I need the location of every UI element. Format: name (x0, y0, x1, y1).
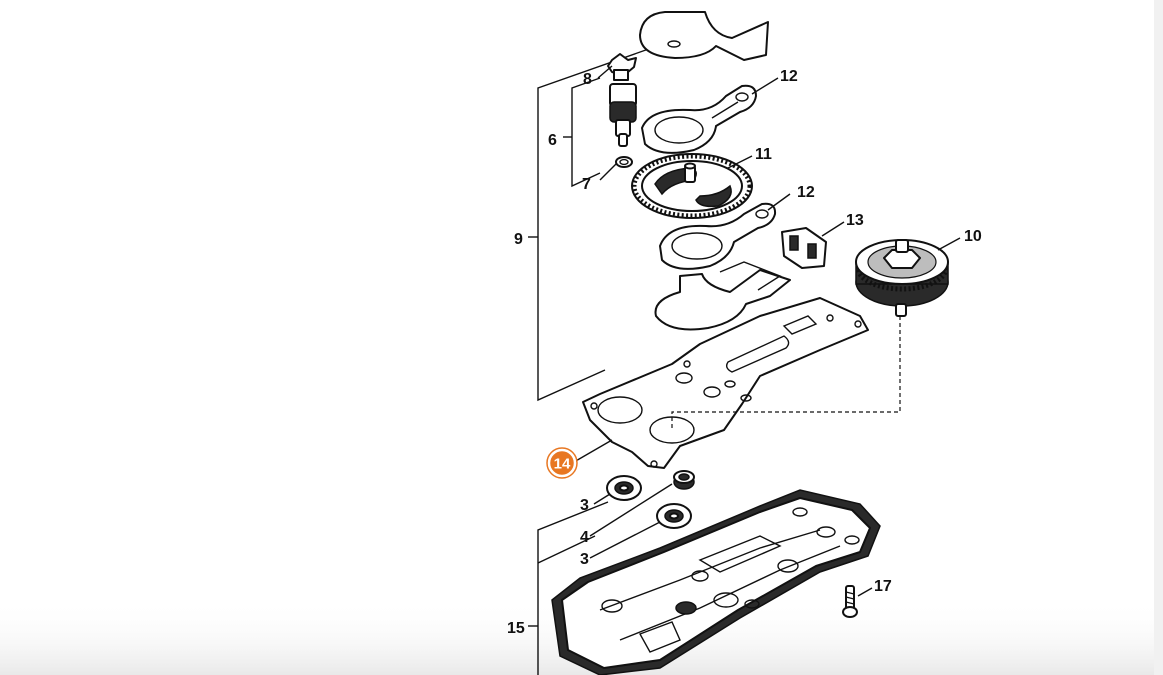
part-15-housing (551, 489, 881, 675)
alignment-line (671, 316, 901, 430)
middle-plate (654, 261, 791, 331)
part-14-gasket (582, 297, 869, 469)
part-11-main-gear (631, 153, 753, 219)
highlight-ring (546, 447, 578, 479)
bracket-9 (528, 44, 661, 402)
callout-9[interactable]: 9 (514, 231, 523, 248)
right-edge-shade (1154, 0, 1163, 675)
callout-13[interactable]: 13 (846, 212, 864, 229)
part-10-drum-gear (855, 239, 949, 317)
callout-12-lower[interactable]: 12 (797, 184, 815, 201)
callout-14[interactable]: 14 (554, 456, 571, 473)
part-3-bearing-lower (656, 503, 692, 529)
callout-6[interactable]: 6 (548, 132, 557, 149)
callout-15[interactable]: 15 (507, 620, 525, 637)
part-17-screw (842, 585, 858, 618)
bracket-15 (528, 501, 609, 675)
leader-lines (573, 65, 961, 597)
part-12-lever-upper (641, 84, 757, 154)
callout-4[interactable]: 4 (580, 529, 589, 546)
part-8-pinion-top (607, 53, 637, 81)
callout-3-lower[interactable]: 3 (580, 551, 589, 568)
callout-17[interactable]: 17 (874, 578, 892, 595)
callout-labels: 8 6 7 9 12 11 12 13 10 3 4 3 15 17 (507, 68, 982, 637)
callout-12-upper[interactable]: 12 (780, 68, 798, 85)
part-12-lever-lower (659, 202, 777, 270)
top-plate (639, 11, 769, 61)
part-13-clip (781, 227, 827, 269)
callout-8[interactable]: 8 (583, 71, 592, 88)
part-4-bushing (673, 470, 695, 490)
callout-3-upper[interactable]: 3 (580, 497, 589, 514)
highlight-circle (547, 448, 577, 478)
part-7-ring (615, 156, 633, 168)
callout-14-highlight[interactable]: 14 (546, 447, 578, 479)
part-3-bearing-upper (606, 475, 642, 501)
bracket-6 (563, 77, 601, 188)
callout-11[interactable]: 11 (755, 146, 772, 163)
callout-7[interactable]: 7 (582, 176, 591, 193)
callout-10[interactable]: 10 (964, 228, 982, 245)
part-6-shaft-gear (609, 83, 637, 147)
